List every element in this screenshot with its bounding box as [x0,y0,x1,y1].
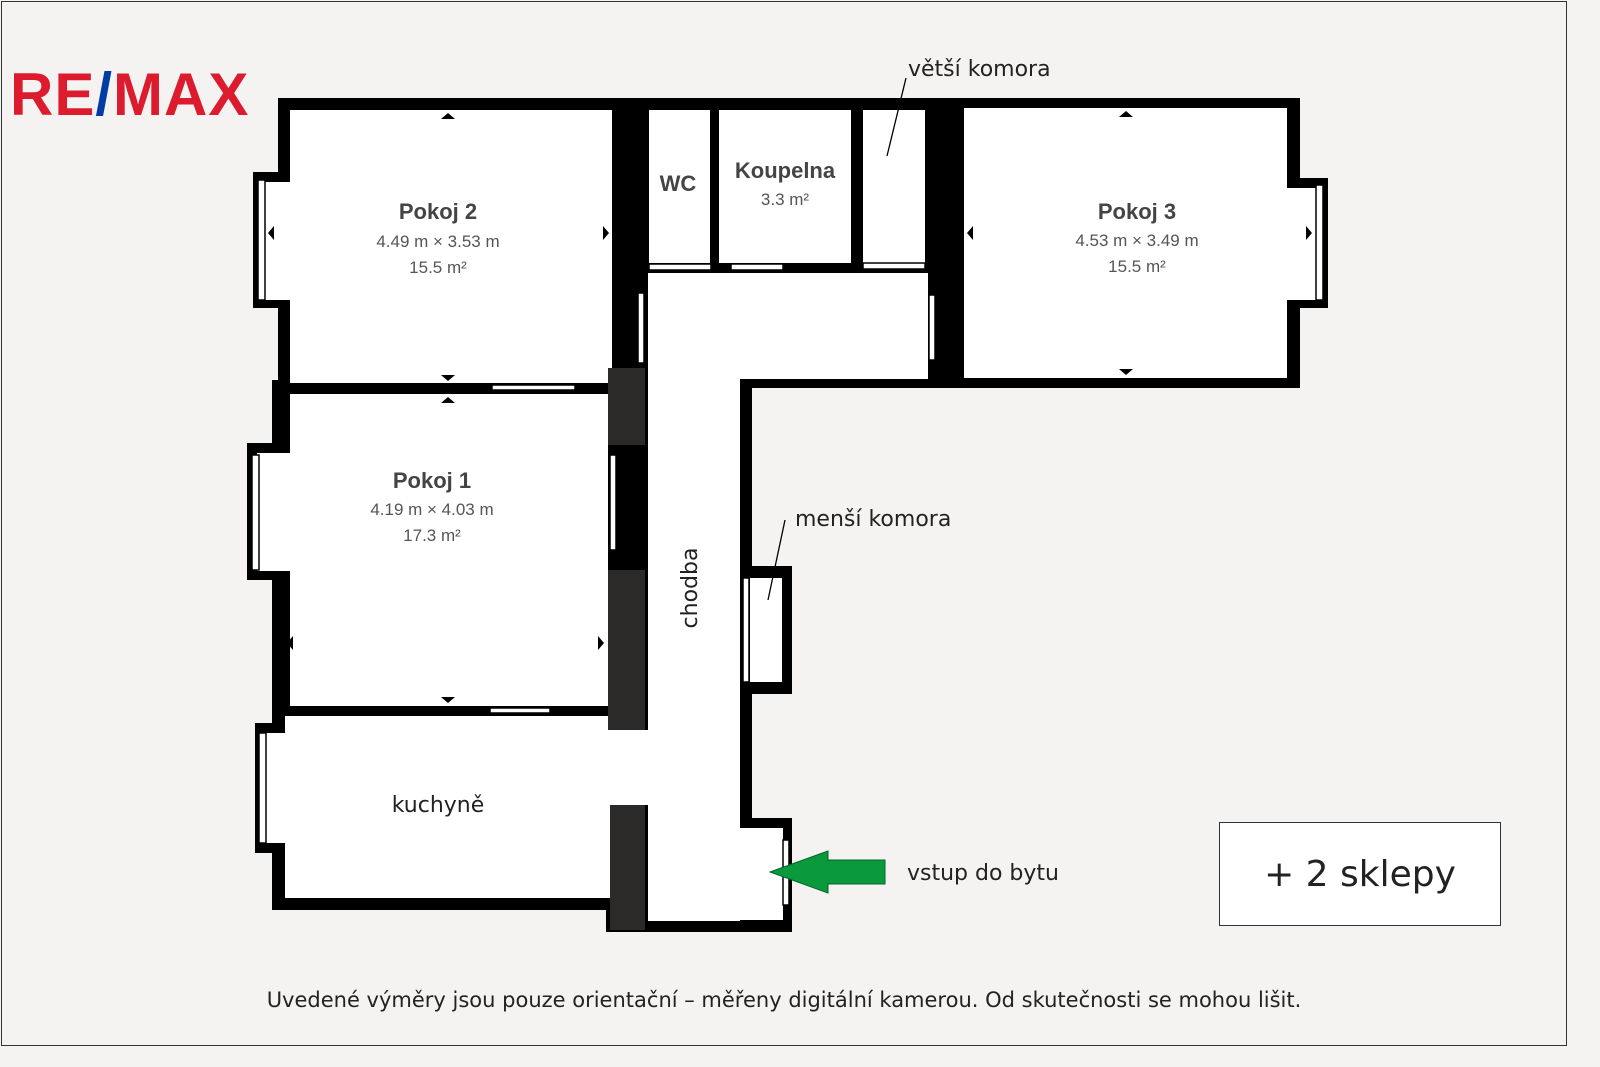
logo-text-re: RE [10,61,96,128]
pokoj3-name: Pokoj 3 [1098,199,1176,224]
disclaimer-note: Uvedené výměry jsou pouze orientační – m… [266,988,1302,1012]
dimension-markers [268,111,1312,703]
koupelna-name: Koupelna [735,158,836,183]
kuchyne-floor [285,716,610,898]
remax-logo: RE/MAX [10,60,249,129]
pokoj1-dims: 4.19 m × 4.03 m [370,500,493,519]
cellars-box: + 2 sklepy [1219,822,1501,926]
pokoj2-area: 15.5 m² [409,258,467,277]
page-frame [1,1,1567,1046]
logo-text-max: MAX [113,61,250,128]
pokoj3-dims: 4.53 m × 3.49 m [1075,231,1198,250]
komora-floor [863,110,925,263]
pokoj2-floor [290,110,612,383]
annotation-lines [767,77,907,601]
pokoj2-name: Pokoj 2 [399,199,477,224]
kuchyne-label: kuchyně [392,793,485,818]
windows-doors [251,179,1324,906]
logo-slash: / [95,61,114,128]
pokoj1-name: Pokoj 1 [393,468,471,493]
koupelna-area: 3.3 m² [761,190,810,209]
pokoj3-floor [964,108,1287,378]
entrance-label: vstup do bytu [907,861,1059,886]
pokoj1-area: 17.3 m² [403,526,461,545]
koupelna-floor [719,110,851,263]
mensi-komora-label: menší komora [795,507,951,532]
chodba-label: chodba [678,548,703,629]
pokoj1-floor [290,394,608,706]
room-floors [257,108,1317,921]
wc-floor [649,110,710,263]
vetsi-komora-label: větší komora [908,57,1051,82]
dark-columns [608,368,645,930]
pokoj2-dims: 4.49 m × 3.53 m [376,232,499,251]
entrance-arrow-icon [768,850,886,894]
wc-name: WC [660,171,697,196]
pokoj3-area: 15.5 m² [1108,257,1166,276]
